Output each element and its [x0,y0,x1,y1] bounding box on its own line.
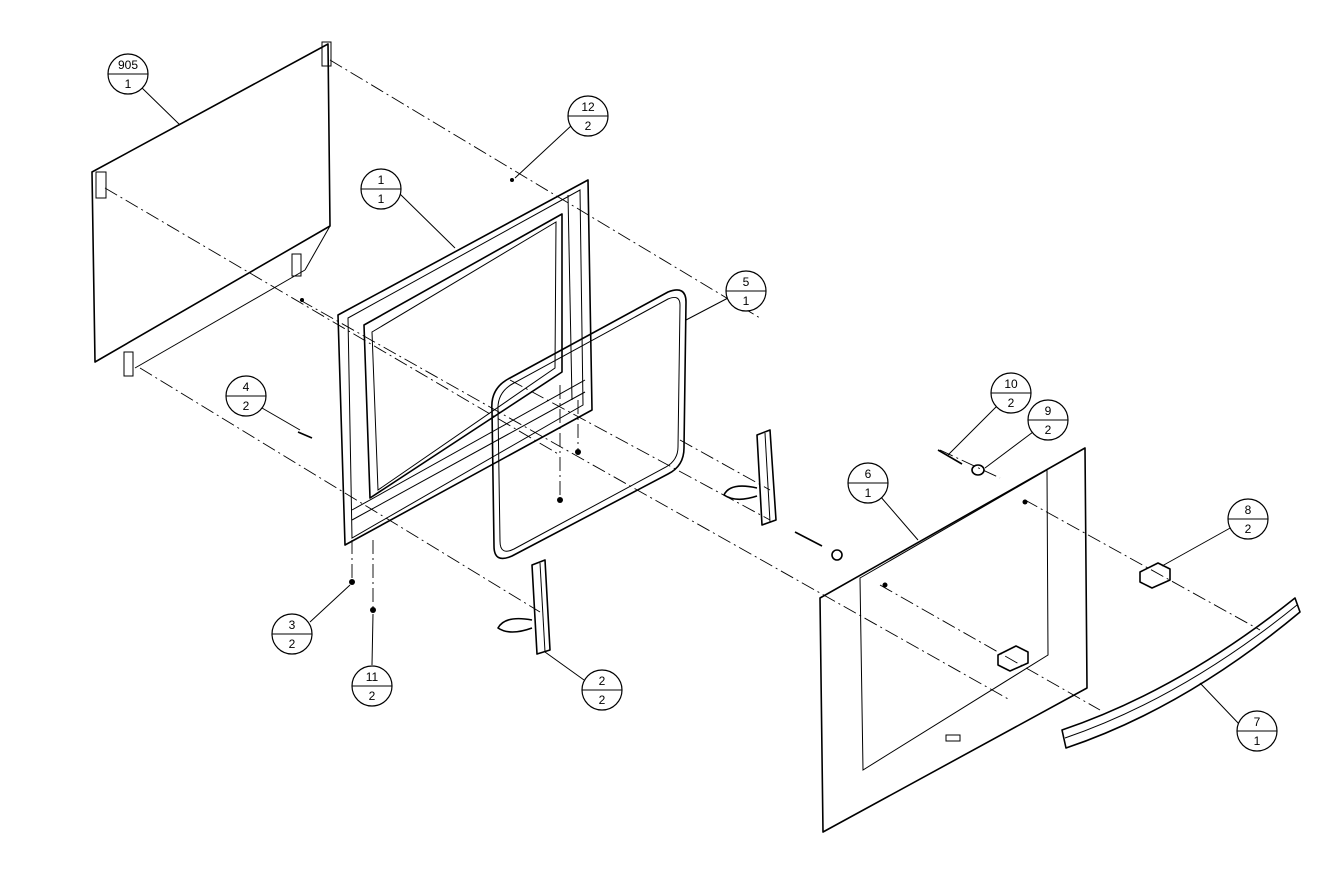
callout-quantity: 2 [243,399,250,413]
screw-part-12 [510,178,514,182]
callout-2: 22 [581,669,623,711]
callout-quantity: 2 [1245,522,1252,536]
screw-part-11 [370,607,376,613]
callout-part-number: 10 [1004,377,1018,391]
callout-part-number: 8 [1245,503,1252,517]
inner-frame-part-1 [337,179,593,546]
spacer-block-part-8 [997,562,1171,672]
callout-9: 92 [1027,399,1069,441]
callout-11: 112 [351,665,393,707]
callout-part-number: 12 [581,100,595,114]
screw-part-4 [297,431,313,439]
callout-quantity: 1 [865,486,872,500]
screw-icon [575,449,581,455]
brand-logo-icon [945,734,961,742]
callout-quantity: 2 [585,119,592,133]
callout-quantity: 1 [1254,734,1261,748]
hinge-part-2-right [723,429,777,526]
callout-10: 102 [990,372,1032,414]
leader-lines [139,85,1241,726]
callout-part-number: 4 [243,380,250,394]
screw-icon [557,497,563,503]
callout-part-number: 6 [865,467,872,481]
screw-icon [794,531,823,547]
callout-7: 71 [1236,710,1278,752]
callout-quantity: 2 [289,637,296,651]
callout-part-number: 7 [1254,715,1261,729]
washer-part-9 [971,464,985,476]
washer-icon [831,549,843,561]
callout-3: 32 [271,613,313,655]
callout-part-number: 1 [378,173,385,187]
callout-quantity: 2 [1045,423,1052,437]
glass-pane-part-5 [491,289,687,560]
callout-quantity: 1 [743,294,750,308]
callout-5: 51 [725,270,767,312]
callout-part-number: 11 [366,670,379,684]
hinge-part-2-left [497,559,551,655]
alignment-lines [104,59,1261,711]
callout-part-number: 2 [599,674,606,688]
callout-part-number: 9 [1045,404,1052,418]
screw-icon [300,298,304,302]
callout-4: 42 [225,375,267,417]
front-glass-part-6 [819,447,1088,833]
hinge-clip-icon [95,41,332,377]
back-panel-part-905 [91,41,332,377]
callout-part-number: 5 [743,275,750,289]
callout-part-number: 3 [289,618,296,632]
screw-part-3 [349,579,355,585]
screw-part-10 [937,449,963,465]
glass-pane-inner-edge [497,297,681,552]
callout-6: 61 [847,462,889,504]
callout-quantity: 1 [125,77,132,91]
callout-quantity: 2 [1008,396,1015,410]
callout-quantity: 1 [378,192,385,206]
fasteners [297,178,985,613]
callout-1: 11 [360,168,402,210]
callout-8: 82 [1227,498,1269,540]
callout-part-number: 905 [118,58,138,72]
callout-quantity: 2 [599,693,606,707]
callout-quantity: 2 [369,689,376,703]
handle-part-7 [1061,597,1301,749]
callout-12: 122 [567,95,609,137]
